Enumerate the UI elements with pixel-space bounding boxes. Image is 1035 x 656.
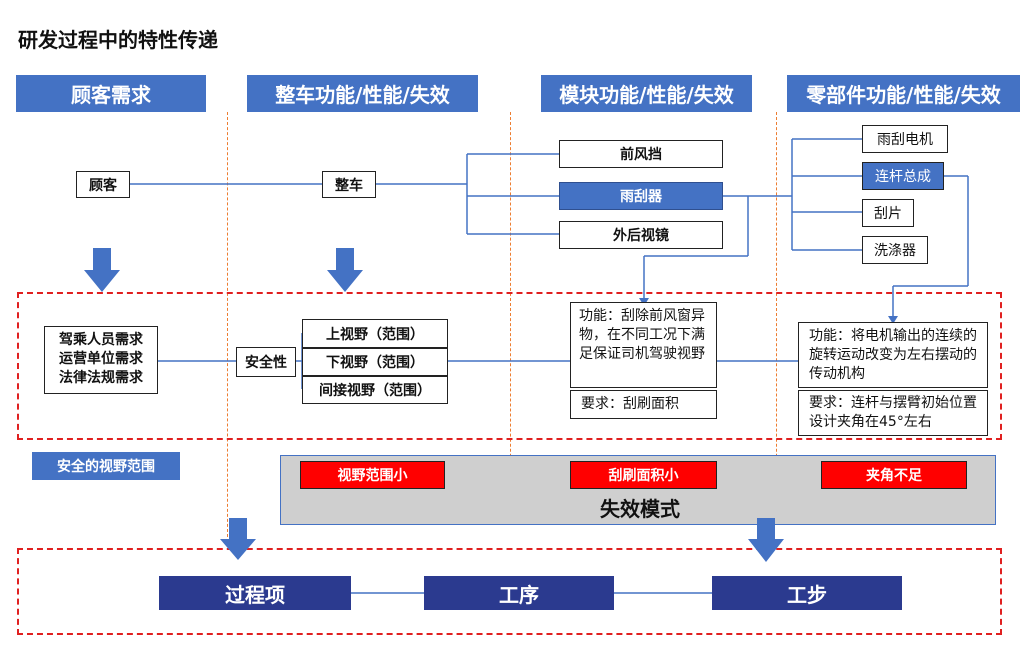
failure-angle-short: 夹角不足 [821,461,967,489]
process-item: 过程项 [159,576,351,610]
node-washer: 洗涤器 [862,236,928,264]
wiper-function-box: 功能：刮除前风窗异物，在不同工况下满足保证司机驾驶视野 [570,302,717,388]
safe-view-badge: 安全的视野范围 [32,452,180,480]
node-vehicle: 整车 [322,171,376,198]
node-safety: 安全性 [236,347,296,377]
process-step: 工步 [712,576,902,610]
needs-line: 运营单位需求 [59,351,143,367]
node-wiper-blade: 刮片 [862,199,914,227]
node-wiper-motor: 雨刮电机 [862,125,948,153]
node-indirect-view: 间接视野（范围） [302,376,448,404]
customer-needs-list: 驾乘人员需求 运营单位需求 法律法规需求 [44,326,158,394]
failure-mode-label: 失效模式 [600,497,680,521]
header-module: 模块功能/性能/失效 [541,75,752,112]
header-customer-needs: 顾客需求 [16,75,206,112]
node-wiper: 雨刮器 [559,182,723,210]
wiper-requirement-box: 要求：刮刷面积 [570,390,717,419]
node-upper-view: 上视野（范围） [302,319,448,348]
linkage-function-box: 功能：将电机输出的连续的旋转运动改变为左右摆动的传动机构 [798,322,988,388]
page-title: 研发过程中的特性传递 [18,28,218,52]
node-customer: 顾客 [76,171,130,198]
header-part: 零部件功能/性能/失效 [787,75,1020,112]
column-divider [776,112,777,502]
failure-small-view: 视野范围小 [300,461,445,489]
needs-line: 法律法规需求 [59,370,143,386]
column-divider [510,112,511,502]
node-linkage-assembly: 连杆总成 [862,162,944,190]
requirement-frame [17,292,1002,440]
header-vehicle: 整车功能/性能/失效 [247,75,478,112]
process-operation: 工序 [424,576,614,610]
node-windshield: 前风挡 [559,140,723,168]
failure-small-area: 刮刷面积小 [570,461,717,489]
linkage-requirement-box: 要求：连杆与摆臂初始位置设计夹角在45°左右 [798,390,988,436]
column-divider [227,112,228,542]
node-mirror: 外后视镜 [559,221,723,249]
process-frame [17,548,1002,635]
node-lower-view: 下视野（范围） [302,348,448,376]
needs-line: 驾乘人员需求 [59,332,143,348]
